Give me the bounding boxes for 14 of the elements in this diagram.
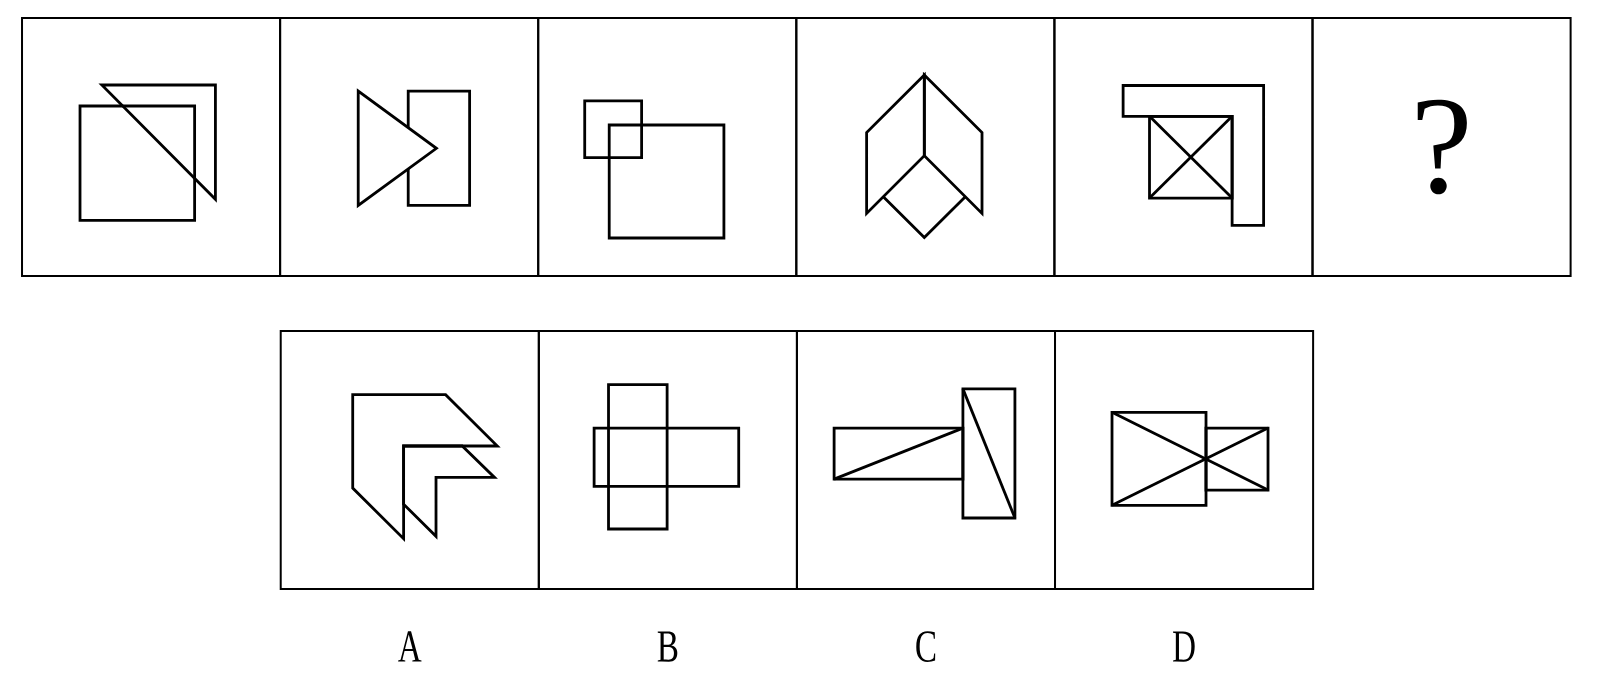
option-letter: A (398, 631, 422, 662)
figure-panel (795, 17, 1056, 277)
option-letter: C (916, 631, 936, 663)
option-letter: B (657, 631, 678, 662)
option-panel (1054, 330, 1315, 590)
figure-panel (1053, 17, 1314, 277)
figure-panel (21, 17, 282, 277)
option-panel (795, 330, 1056, 590)
figure-panel: ? (1311, 17, 1572, 277)
figure-panel (537, 17, 798, 277)
option-panel (537, 330, 798, 590)
option-letter: D (1173, 631, 1195, 662)
option-panel (279, 330, 540, 590)
figure-panel (279, 17, 540, 277)
